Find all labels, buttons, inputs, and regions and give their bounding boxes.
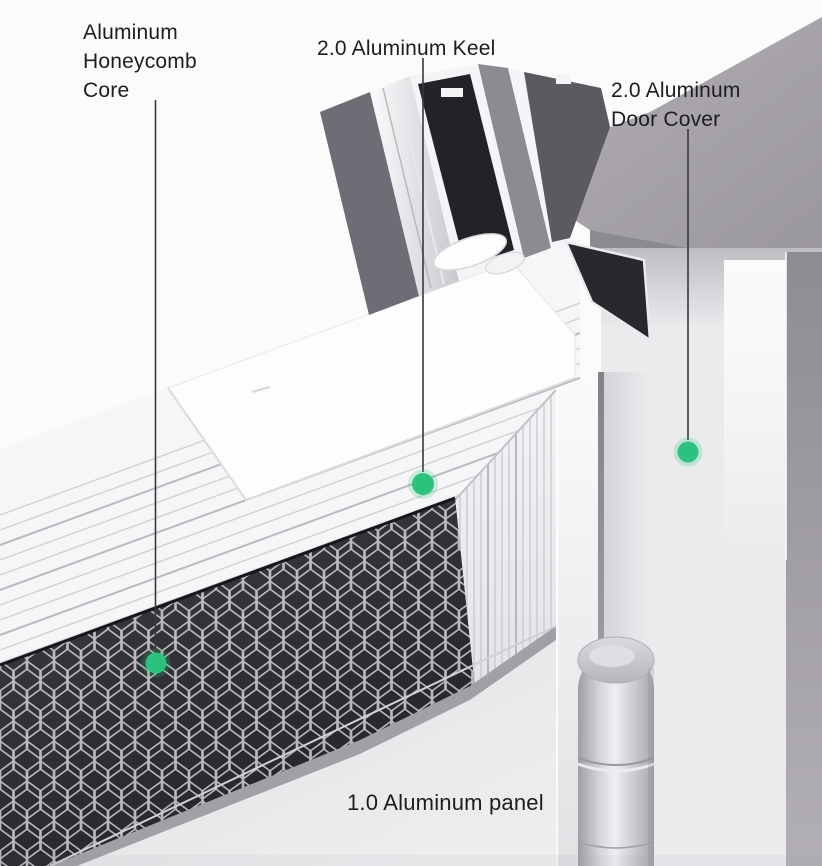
bottom-shade	[0, 855, 822, 866]
keel-extrusion	[320, 64, 652, 343]
label-door-cover: 2.0 Aluminum Door Cover	[611, 79, 741, 131]
label-panel: 1.0 Aluminum panel	[347, 790, 544, 815]
marker-honeycomb-core	[145, 652, 167, 674]
door-gap	[598, 372, 604, 866]
keel-joint-detail	[433, 233, 525, 275]
honeycomb-core	[0, 496, 475, 866]
rail-cover-plate	[167, 261, 576, 501]
aluminum-panel-face	[77, 640, 556, 866]
panel-edge-bevel	[49, 625, 557, 866]
marker-keel	[412, 473, 434, 495]
label-keel: 2.0 Aluminum Keel	[317, 37, 496, 60]
marker-door-cover	[677, 441, 699, 463]
label-honeycomb-core: Aluminum Honeycomb Core	[83, 21, 197, 102]
annotation-markers	[141, 58, 703, 678]
hinge	[577, 636, 655, 866]
